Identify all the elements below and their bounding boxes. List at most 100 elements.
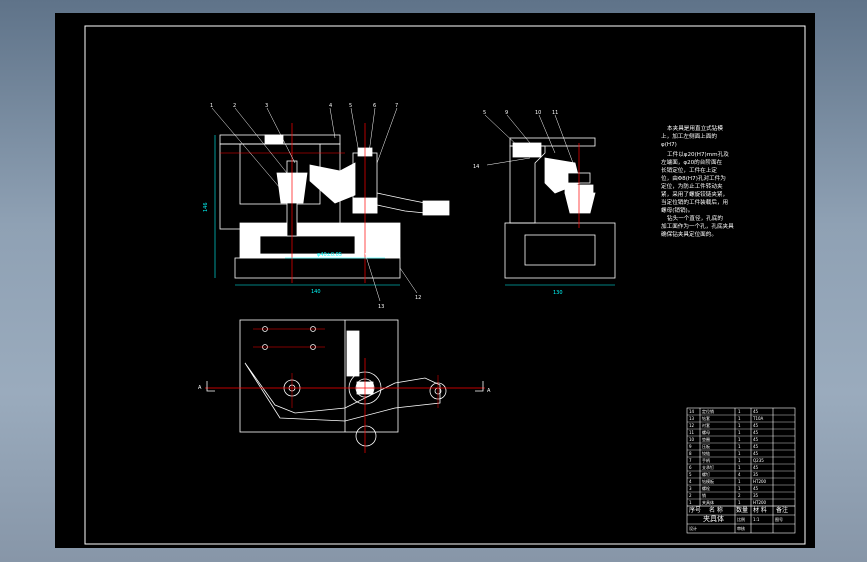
leader-12 [399,267,418,294]
plan-hatch [346,330,360,377]
parts-cell-no: 11 [689,430,695,435]
parts-cell-mat: Q235 [753,458,764,463]
side-base [504,222,616,279]
parts-cell-name: 压板 [702,443,710,449]
parts-cell-qty: 1 [738,409,741,414]
parts-cell-name: 销 [702,492,706,498]
clamp-lever [309,162,356,204]
note-line-12: 加工面作为一个孔，孔底夹具 [661,222,734,230]
parts-cell-mat: 35 [753,493,759,498]
parts-cell-no: 4 [689,479,692,484]
dim-left-height: 146 [203,202,209,212]
tb-header-no: 序号 [689,506,701,514]
note-line-3: 工件以φ20(H7)mm孔及 [667,150,729,158]
leader-11 [554,114,574,164]
leader-13 [364,252,381,302]
handle-grip [422,200,450,216]
parts-cell-mat: 45 [753,465,759,470]
technical-notes: 本夹具是用直立式钻模 上，加工左侧面上面的 φ(H7) 工件以φ20(H7)mm… [661,124,734,238]
dim-left-width: 140 [311,289,321,295]
parts-cell-mat: T10A [752,416,764,421]
note-line-5: 长销定位，工件在上定 [661,166,717,174]
callout-side-5: 5 [483,110,486,116]
front-view [211,107,450,302]
note-line-8: 紧，采用了螺旋铰链夹紧， [661,190,728,198]
parts-cell-name: 衬套 [702,422,710,428]
note-line-10: 螺母(销销)。 [661,206,693,214]
callout-1: 1 [210,103,213,109]
tb-title: 夹具体 [703,514,724,523]
leader-5 [350,107,360,154]
callout-6: 6 [373,103,376,109]
parts-cell-mat: HT200 [753,479,767,484]
callout-11: 11 [552,110,558,116]
tb-header-note: 备注 [776,506,788,514]
side-top-hatch [512,142,542,158]
tb-header-name: 名 称 [709,506,723,514]
parts-cell-qty: 1 [738,444,741,449]
parts-cell-no: 10 [689,437,695,442]
note-line-7: 定位，为防止工件转动夹 [661,182,723,190]
parts-cell-mat: 45 [753,437,759,442]
tb-checker-label: 审核 [737,525,745,531]
callout-9: 9 [505,110,508,116]
parts-cell-name: 螺钉 [702,471,710,477]
note-line-2: φ(H7) [661,142,677,148]
parts-cell-mat: 45 [753,409,759,414]
base-foot [234,257,401,279]
parts-cell-no: 9 [689,444,692,449]
leader-1 [211,107,281,189]
parts-cell-name: 垫圈 [702,436,710,442]
callout-12: 12 [415,295,421,301]
parts-cell-name: 钻套 [702,415,710,421]
callout-7: 7 [395,103,398,109]
parts-cell-no: 3 [689,486,692,491]
callout-3: 3 [265,103,268,109]
parts-cell-name: 夹具体 [702,499,714,505]
parts-cell-qty: 1 [738,458,741,463]
plan-nut [355,425,377,447]
callout-5: 5 [349,103,352,109]
plan-view [205,319,485,453]
callout-2: 2 [233,103,236,109]
view-label-right: A [487,388,491,394]
parts-cell-qty: 1 [738,500,741,505]
leader-3 [266,107,296,164]
dim-plan-mid: φ40±0.05 [317,252,342,258]
parts-cell-qty: 1 [738,430,741,435]
callout-14: 14 [473,164,479,170]
tb-scale-label: 比例 [737,516,745,522]
leader-5r [484,114,521,149]
leader-6 [368,107,376,154]
parts-cell-no: 2 [689,493,692,498]
parts-cell-qty: 1 [738,486,741,491]
parts-cell-mat: 45 [753,486,759,491]
parts-cell-mat: 45 [753,423,759,428]
parts-cell-qty: 2 [738,493,741,498]
parts-cell-no: 5 [689,472,692,477]
parts-cell-no: 14 [689,409,695,414]
parts-cell-name: 铰链 [702,450,710,456]
drill-plate-hatch [264,134,284,145]
note-line-0: 本夹具是用直立式钻模 [667,124,723,132]
parts-cell-mat: 45 [753,451,759,456]
tb-header-qty: 数量 [736,506,748,514]
parts-cell-name: 手柄 [702,457,710,463]
leader-14 [486,157,531,166]
tb-designer-label: 设计 [689,525,697,531]
parts-cell-qty: 1 [738,423,741,428]
parts-cell-no: 8 [689,451,692,456]
leader-9 [506,114,531,144]
parts-cell-name: 螺母 [702,429,710,435]
parts-cell-mat: HT200 [753,500,767,505]
callout-10: 10 [535,110,541,116]
side-top-plate [509,137,596,147]
parts-cell-no: 13 [689,416,695,421]
parts-cell-no: 1 [689,500,692,505]
parts-cell-no: 6 [689,465,692,470]
bush-bottom [356,230,372,248]
leader-4 [329,107,336,139]
plan-clamp-arm [244,362,441,422]
tb-sheet-label: 图号 [775,516,783,522]
parts-cell-name: 定位销 [702,408,714,414]
